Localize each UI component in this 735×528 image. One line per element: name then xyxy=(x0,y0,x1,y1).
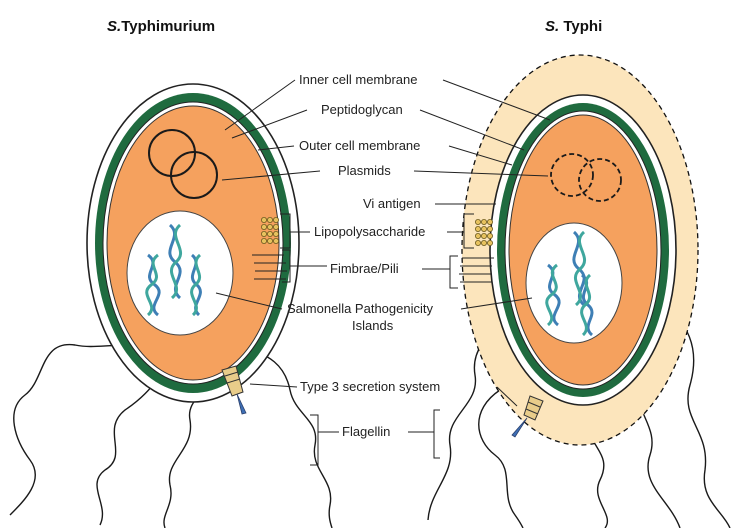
typhi-cell xyxy=(428,55,730,528)
title-typhi: S. Typhi xyxy=(545,18,602,35)
label-vi-antigen: Vi antigen xyxy=(363,196,421,211)
label-lipopolysaccharide: Lipopolysaccharide xyxy=(314,224,425,239)
label-plasmids: Plasmids xyxy=(338,163,391,178)
label-outer-cell-membrane: Outer cell membrane xyxy=(299,138,420,153)
label-text: Inner cell membrane Peptidoglycan Outer … xyxy=(287,72,440,439)
label-peptidoglycan: Peptidoglycan xyxy=(321,102,403,117)
label-type3-secretion-system: Type 3 secretion system xyxy=(300,379,440,394)
label-flagellin: Flagellin xyxy=(342,424,390,439)
typhimurium-cell xyxy=(10,84,332,528)
label-fimbrae-pili: Fimbrae/Pili xyxy=(330,261,399,276)
typhi-nucleoid xyxy=(526,223,622,343)
label-spi-line1: Salmonella Pathogenicity xyxy=(287,301,433,316)
label-spi-line2: Islands xyxy=(352,318,394,333)
title-typhimurium: S.Typhimurium xyxy=(107,18,215,35)
label-inner-cell-membrane: Inner cell membrane xyxy=(299,72,418,87)
